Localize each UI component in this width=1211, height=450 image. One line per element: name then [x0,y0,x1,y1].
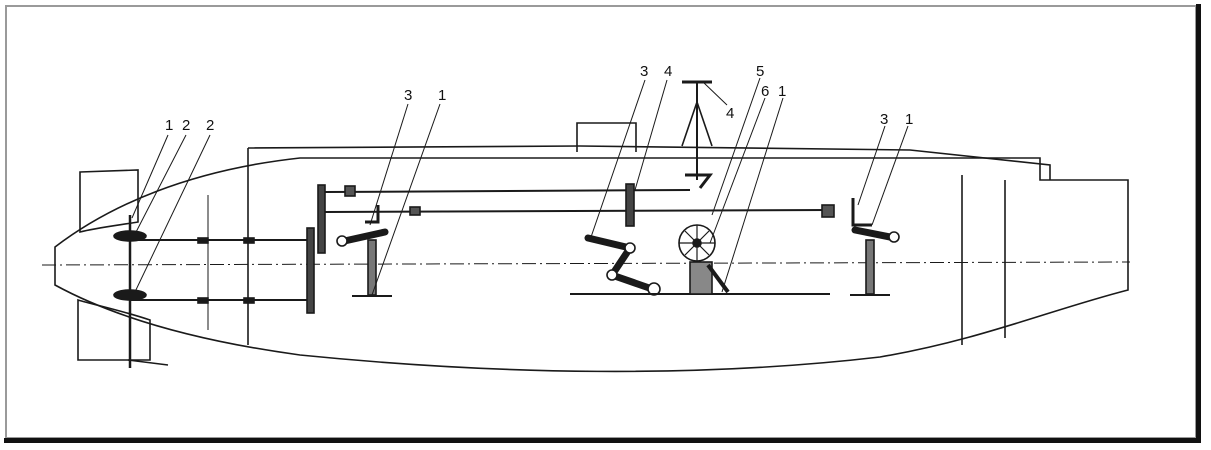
callout-label: 1 [438,87,446,104]
central-gear [625,183,635,227]
frame-shadow-right [1196,4,1201,442]
main-gear [306,227,315,314]
conning-tower [576,122,637,152]
pedal-joint [606,269,618,281]
rudder-tiller [127,359,169,366]
upper-casing [247,145,1051,180]
secondary-gear [317,184,326,254]
callout-label: 1 [778,83,786,100]
wheel-spokes [679,225,715,261]
aft-crank-pin [336,235,348,247]
outer-hull [54,157,1129,373]
centerline [41,261,1131,266]
aft-bevel-gear [365,205,380,224]
callout-label: 3 [880,111,888,128]
pedal-joint [624,242,636,254]
wheel-brace [706,263,730,294]
hull-group [41,77,1131,373]
upper-propeller [113,230,147,242]
shaft-bearing [243,297,255,304]
callout-label: 4 [664,63,672,80]
shaft-bearing [197,297,209,304]
callout-label: 1 [905,111,913,128]
periscope-base [685,173,714,189]
callout-label: 5 [756,63,764,80]
fwd-support-pillar [865,239,875,295]
callout-label: 6 [761,83,769,100]
coupling [344,185,356,197]
callout-label: 3 [640,63,648,80]
frame-shadow-bottom [4,438,1201,443]
pedal-linkage [584,234,659,294]
upper-drive-shaft [324,189,691,193]
callout-label: 2 [206,117,214,134]
shaft-bearing [243,237,255,244]
fwd-bevel-gear [851,198,872,227]
coupling [409,206,421,216]
shaft-bearing [197,237,209,244]
middle-drive-shaft [324,209,831,213]
callout-label: 4 [726,105,734,122]
lower-rudder [77,298,151,361]
leader-lines [131,77,909,296]
callout-label: 2 [182,117,190,134]
lower-propeller [113,289,147,301]
coupling [821,204,835,218]
frame-inner-border [5,5,1197,439]
periscope-tripod [681,101,713,147]
fwd-crank-pin [888,231,900,243]
callout-label: 1 [165,117,173,134]
callout-label: 3 [404,87,412,104]
upper-rudder [79,169,139,234]
callout-labels: 1 2 2 3 1 3 4 4 5 6 1 3 1 [165,63,913,134]
wheel-pedestal [689,261,713,295]
